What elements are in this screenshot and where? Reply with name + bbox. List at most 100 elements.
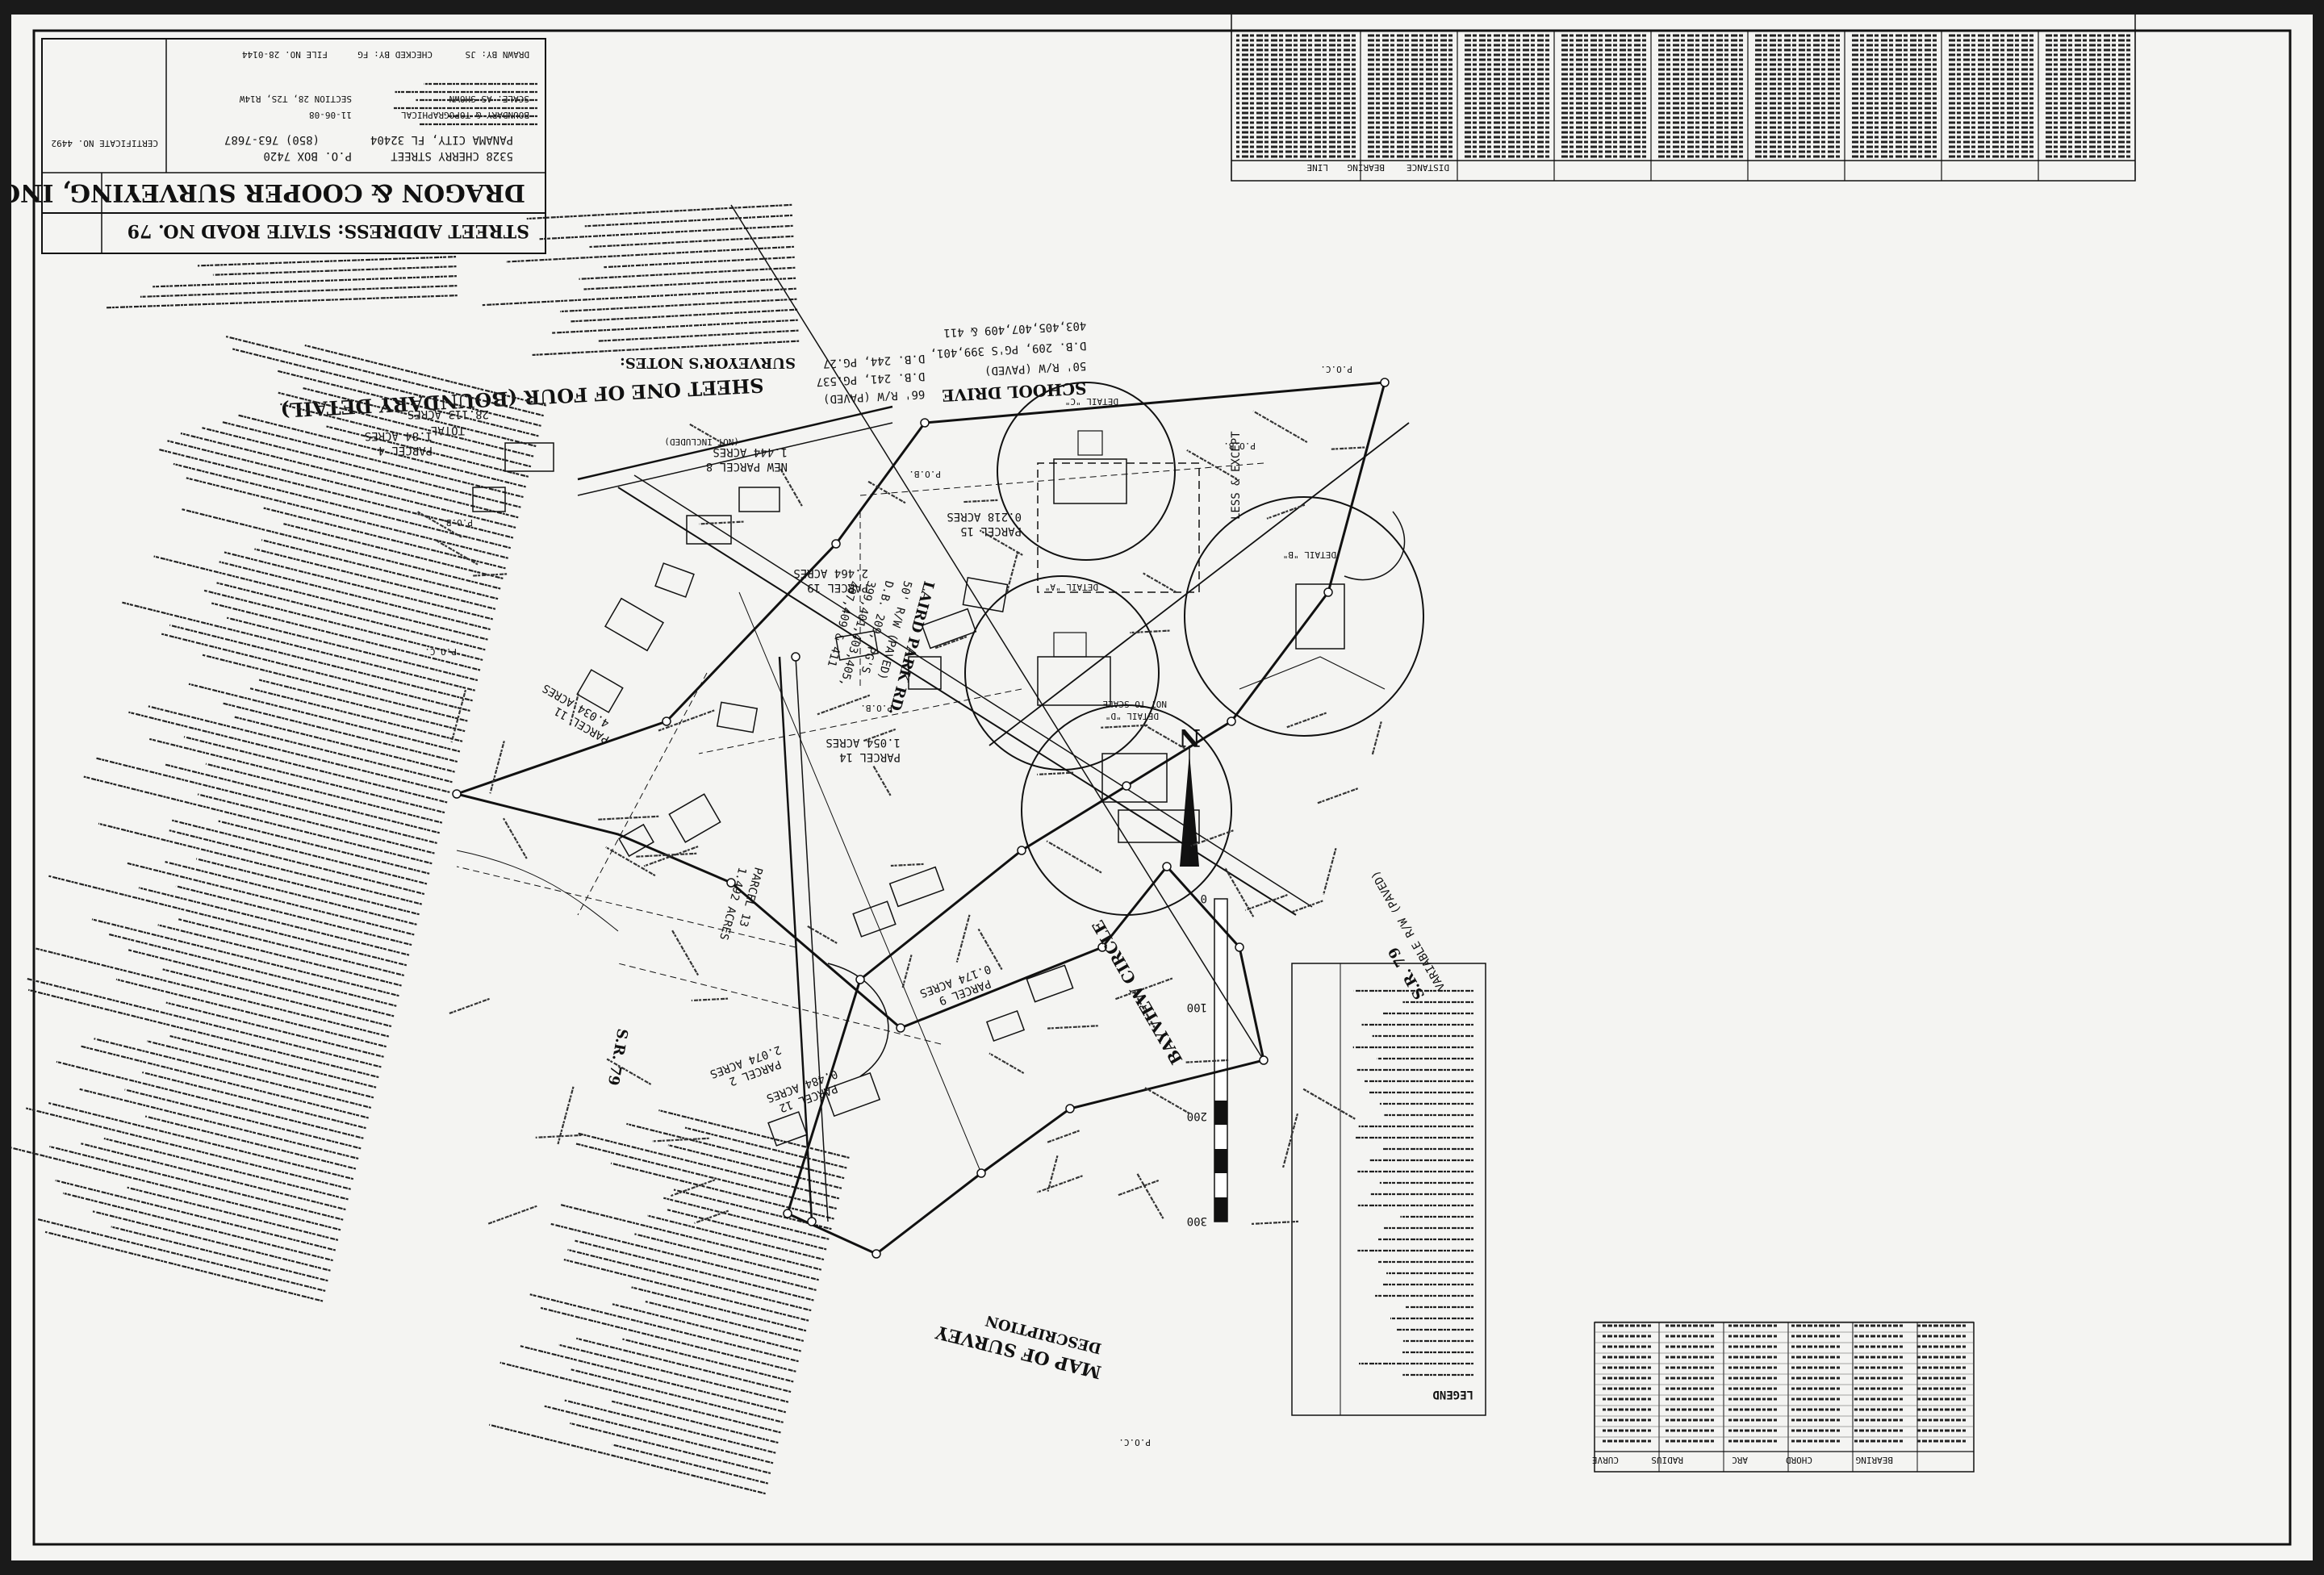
dimension-label [977,928,1003,971]
fine-print-line [612,1303,801,1352]
fine-print-line [575,1143,837,1210]
dimension-label [1100,724,1148,729]
table-headers: LINE BEARING DISTANCE CURVE RADIUS ARC C… [1307,162,1894,1465]
north-arrow: N [1179,723,1201,867]
dimension-label [816,694,871,716]
fine-print-line [221,420,524,499]
fine-print-line [56,1060,364,1139]
fine-print-line [165,763,440,834]
building-footprint [618,823,654,858]
survey-monument [1323,587,1333,597]
building-footprint [654,562,695,598]
dimension-label [1045,1130,1080,1144]
dimension-label [1005,551,1019,594]
fine-print-line [169,624,473,702]
fine-print-line [153,275,457,288]
dimension-label [1143,723,1185,750]
fine-print-line [569,1422,771,1474]
scale-200: 200 [1187,1109,1207,1122]
fine-print-line [36,947,390,1038]
fine-print-line [49,1145,344,1221]
dimension-label [691,997,729,1002]
dimension-label [1117,1179,1160,1197]
fine-print-line [106,295,458,309]
dimension-label [635,852,697,858]
fine-print-line [111,1226,328,1282]
fine-print-line [488,1423,766,1495]
fine-print-line [622,1338,794,1383]
fine-print-line-group [11,335,547,1302]
building-footprint [668,793,721,843]
fine-print-line [611,1400,779,1444]
fine-print-line [482,287,796,307]
survey-monument [896,1023,905,1033]
pob-label-2: P.O.B. [909,469,941,479]
fine-print-line [103,1137,349,1201]
fine-print-line [171,819,428,885]
fine-print-line [499,1361,781,1434]
fine-print-line [684,1126,847,1169]
fine-print-line-group [1352,989,1473,1377]
building-footprint [738,487,780,512]
curve-header-chord: CHORD [1786,1455,1812,1465]
fine-print-line [645,1301,805,1343]
dimension-label [1316,788,1359,804]
fine-print-line [520,1345,787,1414]
dimension-label [449,997,490,1014]
dimension-label [694,1209,729,1224]
fine-print-line [11,1143,341,1231]
building-footprint [604,597,665,652]
fine-print-line [122,601,476,691]
dimension-label [890,863,924,867]
fine-print-line [232,348,541,427]
survey-monument [783,1209,792,1218]
building-footprint [472,487,506,512]
legend-box: LEGEND [1291,963,1486,1416]
dimension-label [471,573,508,577]
survey-monument [831,539,841,549]
survey-monument [1162,862,1172,871]
curve-table [1594,1321,1975,1473]
fine-print-line [234,716,455,773]
db244-label: D.B. 244, PG.27 [823,352,926,370]
dimension-label [1331,446,1365,450]
fine-print-line [277,391,534,457]
fine-print-line [584,214,793,228]
building-footprint [504,442,554,472]
fine-print-line [79,1088,359,1160]
fine-print-line [128,711,450,793]
parcel-14-name: PARCEL 14 [839,750,901,763]
company-name: DRAGON & COOPER SURVEYING, INC [11,178,525,207]
parcel-19-acres: 2.464 ACRES [793,566,868,579]
pob-label-1: P.O.B. [1223,441,1256,451]
survey-monument [920,418,930,428]
surveyors-notes: SURVEYOR'S NOTES: [482,203,800,371]
boundary-map [417,204,1410,1259]
curve-header-arc: ARC [1732,1455,1748,1465]
not-included-label: (NOT INCLUDED) [664,437,739,447]
dimension-label [671,930,700,976]
drawing-border [32,29,2292,1546]
fine-print-line [223,702,458,763]
fine-print-line [79,1045,369,1119]
line-header-bearing: BEARING [1348,162,1385,173]
dimension-label [1281,1113,1299,1169]
pob-label-4: P.O.B. [441,517,473,528]
fine-print-line [144,1115,357,1170]
fine-print-line [162,968,392,1028]
dimension-label [805,925,838,944]
fine-print-line [55,1179,336,1251]
building-footprint [767,1111,808,1147]
company-phone: (850) 763-7687 [224,133,320,146]
fine-print-line [550,1222,817,1291]
dimension-label [487,1205,537,1225]
parcel-19-name: PARCEL 19 [807,581,868,594]
dimension-label [1136,1172,1164,1219]
fine-print-line [188,683,461,753]
fine-print-line [157,448,514,539]
scale-bar: 0 100 200 300 [1187,892,1228,1227]
dimension-label [1266,503,1306,520]
survey-monument [452,789,462,799]
dimension-label [1286,712,1327,729]
fine-print-line [127,862,415,936]
